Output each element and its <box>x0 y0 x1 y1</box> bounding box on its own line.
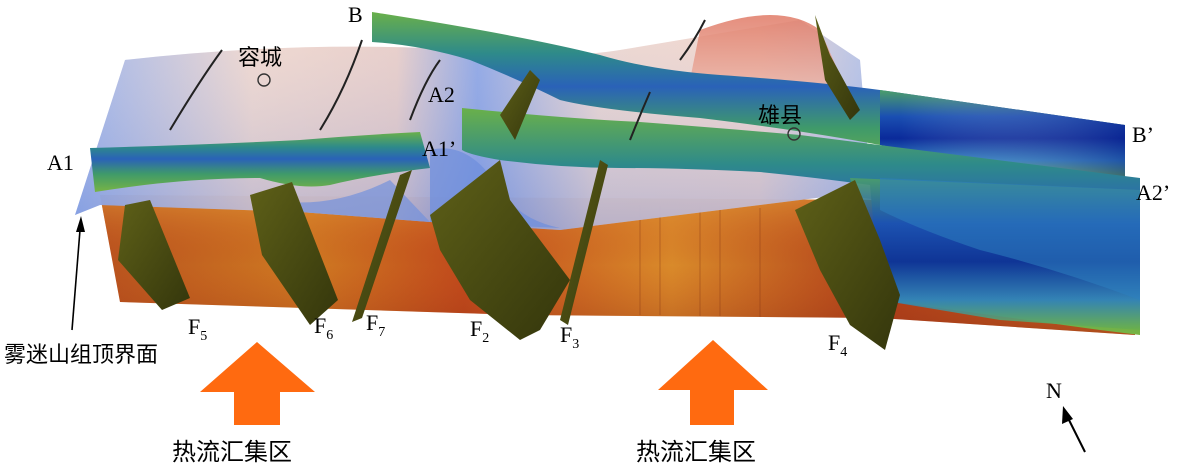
heat-flow-arrow-left-icon <box>200 342 315 425</box>
surface-pointer-arrow-icon <box>71 216 85 331</box>
profile-a2-start-label: A2 <box>428 82 455 107</box>
north-arrow-icon <box>1062 406 1086 453</box>
profile-a1-start-label: A1 <box>47 150 74 175</box>
city-marker-rongcheng <box>257 73 271 87</box>
profile-b <box>372 12 1125 178</box>
heat-zone-label-right: 热流汇集区 <box>636 438 756 466</box>
fault-label-f4: F4 <box>828 330 847 360</box>
profile-b-start-label: B <box>348 2 363 27</box>
fault-label-f6: F6 <box>314 313 333 343</box>
north-label: N <box>1046 378 1062 403</box>
fault-label-f2: F2 <box>470 316 489 346</box>
city-label-rongcheng: 容城 <box>238 46 282 71</box>
formation-surface-label: 雾迷山组顶界面 <box>4 343 158 368</box>
profile-b-end-label: B’ <box>1132 122 1154 147</box>
profile-a1 <box>90 132 430 192</box>
profile-a2 <box>462 108 1140 335</box>
city-label-xiongxian: 雄县 <box>758 104 802 129</box>
fault-label-f7: F7 <box>366 310 385 340</box>
profile-a2-end-label: A2’ <box>1136 180 1170 205</box>
heat-zone-label-left: 热流汇集区 <box>172 438 292 466</box>
fault-label-f3: F3 <box>560 322 579 352</box>
city-marker-xiongxian <box>787 127 801 141</box>
fault-planes <box>118 15 900 350</box>
heat-flow-arrow-right-icon <box>658 340 768 425</box>
profile-a1-end-label: A1’ <box>422 136 456 161</box>
fault-label-f5: F5 <box>188 314 207 344</box>
